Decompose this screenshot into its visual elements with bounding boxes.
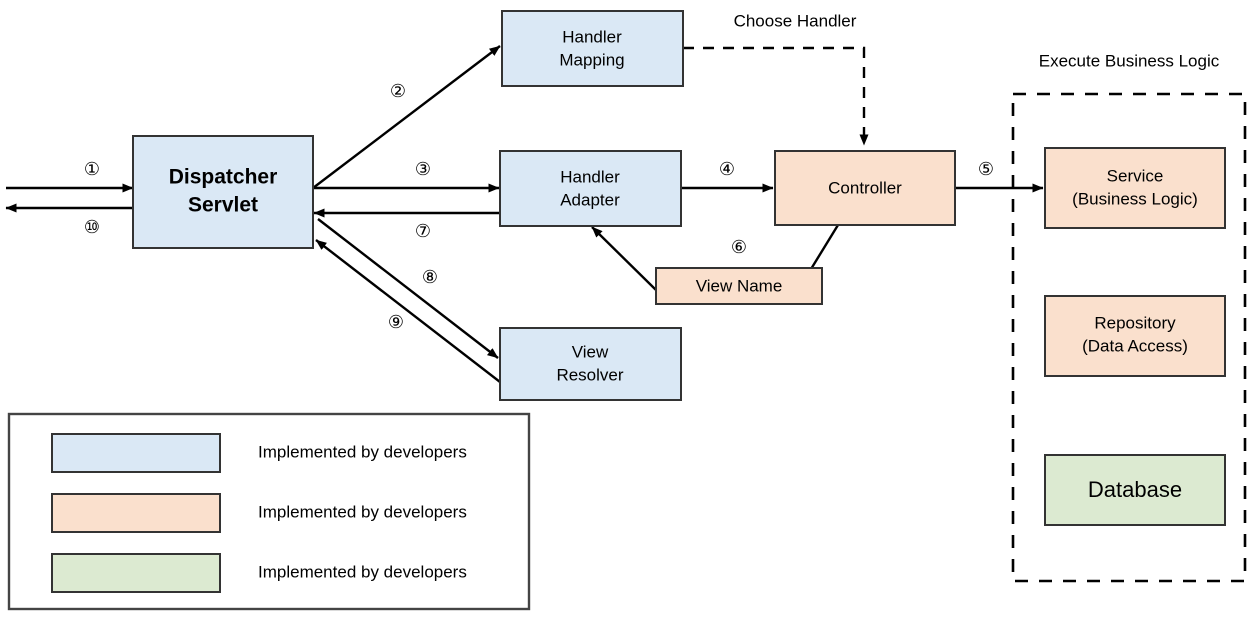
- legend-label-orange: Implemented by developers: [258, 502, 467, 521]
- step-number-2: ②: [390, 81, 406, 101]
- service-label-line2: (Business Logic): [1072, 189, 1198, 208]
- database-box[interactable]: [1044, 454, 1226, 526]
- node-dispatcher-servlet[interactable]: Dispatcher Servlet: [132, 135, 314, 249]
- step-number-8: ⑧: [422, 267, 438, 287]
- step-number-1: ①: [84, 159, 100, 179]
- step-number-5: ⑤: [978, 159, 994, 179]
- node-service[interactable]: Service (Business Logic): [1044, 147, 1226, 229]
- choose-handler-label: Choose Handler: [734, 11, 857, 30]
- node-database[interactable]: Database: [1044, 454, 1226, 526]
- view-name-box[interactable]: [655, 267, 823, 305]
- handler-adapter-label-line2: Adapter: [560, 190, 620, 209]
- node-repository[interactable]: Repository (Data Access): [1044, 295, 1226, 377]
- controller-label: Controller: [828, 178, 902, 197]
- edge-6-view-name-to-adapter: [591, 226, 657, 291]
- legend-item-green: Implemented by developers: [51, 553, 467, 593]
- node-controller[interactable]: Controller: [774, 150, 956, 226]
- handler-adapter-box[interactable]: [499, 150, 682, 227]
- legend-swatch-green: [51, 553, 221, 593]
- edge-8-to-view-resolver: [317, 218, 499, 359]
- legend-label-green: Implemented by developers: [258, 562, 467, 581]
- repository-label-line1: Repository: [1094, 313, 1176, 332]
- dispatcher-servlet-label-line1: Dispatcher: [169, 166, 278, 189]
- step-number-3: ③: [415, 159, 431, 179]
- service-label-line1: Service: [1107, 166, 1164, 185]
- step-number-6: ⑥: [731, 237, 747, 257]
- view-resolver-label-line1: View: [572, 342, 609, 361]
- node-view-resolver[interactable]: View Resolver: [499, 327, 682, 401]
- edge-choose-handler-dashed: [683, 46, 869, 146]
- legend-swatch-orange: [51, 493, 221, 533]
- execute-business-logic-label: Execute Business Logic: [1039, 51, 1220, 70]
- dispatcher-servlet-box[interactable]: [132, 135, 314, 249]
- service-box[interactable]: [1044, 147, 1226, 229]
- handler-adapter-label-line1: Handler: [560, 167, 620, 186]
- view-resolver-label-line2: Resolver: [556, 365, 623, 384]
- handler-mapping-box[interactable]: [501, 10, 684, 87]
- repository-box[interactable]: [1044, 295, 1226, 377]
- handler-mapping-label-line2: Mapping: [559, 50, 624, 69]
- edge-9-resolver-to-dispatcher: [315, 239, 501, 383]
- node-view-name[interactable]: View Name: [655, 267, 823, 305]
- legend-item-blue: Implemented by developers: [51, 433, 467, 473]
- controller-box[interactable]: [774, 150, 956, 226]
- step-number-9: ⑨: [388, 312, 404, 332]
- step-number-4: ④: [719, 159, 735, 179]
- step-number-10: ⑩: [84, 217, 100, 237]
- repository-label-line2: (Data Access): [1082, 336, 1188, 355]
- dispatcher-servlet-label-line2: Servlet: [188, 194, 258, 217]
- step-number-7: ⑦: [415, 221, 431, 241]
- legend-swatch-blue: [51, 433, 221, 473]
- node-handler-mapping[interactable]: Handler Mapping: [501, 10, 684, 87]
- legend-label-blue: Implemented by developers: [258, 442, 467, 461]
- node-handler-adapter[interactable]: Handler Adapter: [499, 150, 682, 227]
- legend-item-orange: Implemented by developers: [51, 493, 467, 533]
- handler-mapping-label-line1: Handler: [562, 27, 622, 46]
- view-resolver-box[interactable]: [499, 327, 682, 401]
- view-name-label: View Name: [696, 276, 783, 295]
- edge-2-to-handler-mapping: [312, 45, 501, 189]
- database-label: Database: [1088, 477, 1182, 502]
- legend: Implemented by developers Implemented by…: [7, 412, 531, 611]
